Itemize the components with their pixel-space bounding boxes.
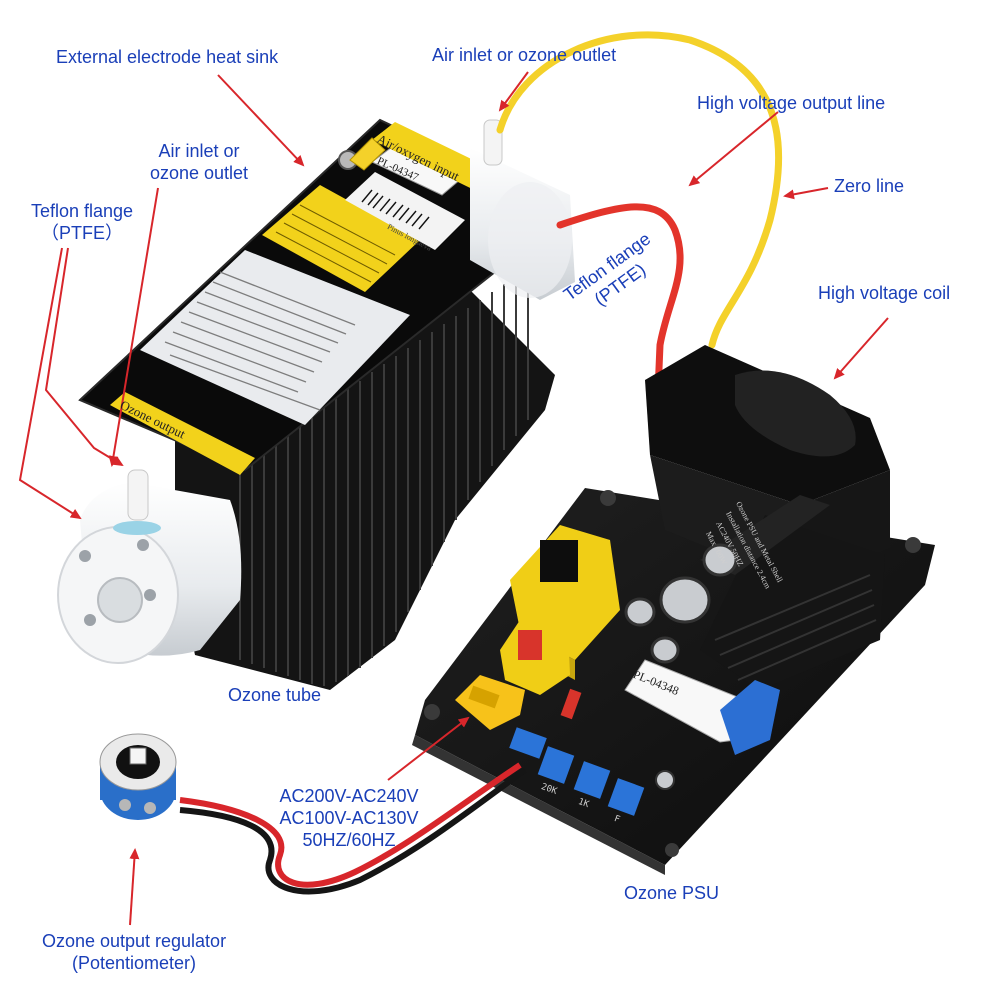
arrow-hv-line: [688, 111, 779, 187]
label-ozone-tube: Ozone tube: [228, 685, 322, 705]
capacitors: [624, 543, 738, 790]
label-inlet-left-line-2: ozone outlet: [149, 163, 249, 183]
arrow-zero-line: [783, 187, 829, 200]
arrow-regulator: [129, 848, 140, 926]
pointer-arrows: [18, 71, 889, 926]
fuse-holder: [455, 675, 525, 730]
label-ac-line-2: AC100V-AC130V: [279, 808, 419, 828]
label-regulator: Ozone output regulator (Potentiometer): [24, 930, 244, 974]
ozone-tube: [57, 118, 575, 690]
label-ac-line-1: AC200V-AC240V: [279, 786, 419, 806]
label-inlet-left-line-1: Air inlet or: [158, 141, 240, 161]
tube-info-text-lines: [164, 271, 356, 411]
label-teflon-left: Teflon flange （PTFE）: [20, 200, 144, 244]
label-hv-output-line: High voltage output line: [697, 93, 886, 113]
arrow-teflon-left-2: [18, 247, 82, 520]
heat-sink-fins: [239, 268, 529, 686]
yellow-zero-wire: [496, 31, 783, 349]
left-teflon-flange: [57, 469, 242, 664]
label-teflon-left-line-1: Teflon flange: [30, 201, 134, 221]
label-ozone-psu: Ozone PSU: [624, 883, 720, 903]
potentiometer: [99, 733, 177, 820]
shell-fins: [714, 574, 877, 681]
label-inlet-top: Air inlet or ozone outlet: [432, 45, 617, 65]
label-ac-input: AC200V-AC240V AC100V-AC130V 50HZ/60HZ: [264, 785, 434, 851]
red-hv-wire: [556, 203, 684, 396]
arrow-inlet-top: [498, 71, 529, 112]
arrow-inlet-left: [108, 187, 159, 467]
tube-barcode-label: [345, 172, 465, 250]
tube-info-sticker: [140, 250, 410, 425]
arrow-teflon-left: [44, 247, 124, 467]
red-resistor: [560, 688, 582, 720]
bottom-tag: [110, 392, 255, 475]
label-teflon-left-line-2: （PTFE）: [40, 223, 123, 243]
tube-warning-sticker: [262, 185, 420, 292]
blue-relay: [720, 680, 780, 755]
label-heat-sink: External electrode heat sink: [56, 47, 279, 67]
label-inlet-left: Air inlet or ozone outlet: [141, 140, 257, 184]
label-regulator-line-1: Ozone output regulator: [41, 931, 227, 951]
arrow-heat-sink: [217, 74, 305, 167]
label-zero-line: Zero line: [834, 176, 905, 196]
label-regulator-line-2: (Potentiometer): [71, 953, 197, 973]
arrow-ac-input: [387, 716, 470, 781]
yellow-wire-lug: [349, 137, 386, 171]
power-cable-red: [179, 762, 522, 888]
ozone-psu: [412, 345, 935, 875]
barcode: [361, 189, 430, 230]
label-hv-coil: High voltage coil: [818, 283, 951, 303]
power-cable-black: [179, 767, 527, 895]
label-ac-line-3: 50HZ/60HZ: [302, 830, 396, 850]
terminal-blocks: [509, 727, 645, 816]
warning-text-lines: [275, 204, 396, 283]
arrow-hv-coil: [833, 317, 889, 380]
